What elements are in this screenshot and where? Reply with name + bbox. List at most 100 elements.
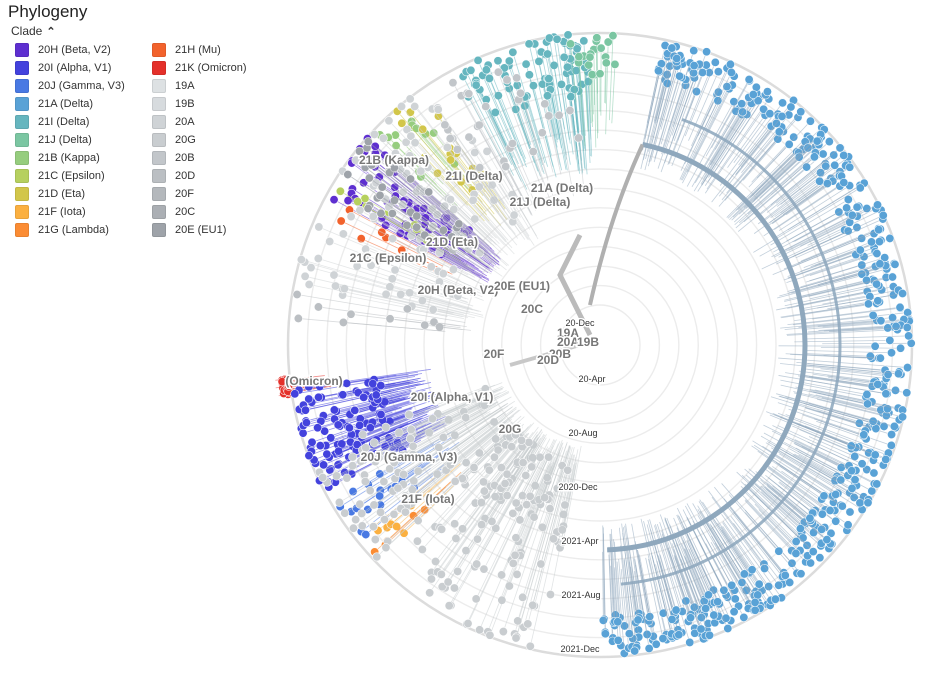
tip-node bbox=[870, 341, 880, 351]
tip-node bbox=[477, 520, 487, 530]
tip-node bbox=[475, 625, 485, 635]
legend-item-20f[interactable]: 20F bbox=[152, 186, 194, 202]
tip-node bbox=[342, 473, 352, 483]
legend-item-20g[interactable]: 20G bbox=[152, 132, 196, 148]
tip-node bbox=[413, 516, 423, 526]
legend-item-21d-eta[interactable]: 21D (Eta) bbox=[15, 186, 85, 202]
tip-node bbox=[360, 476, 370, 486]
legend-item-20b[interactable]: 20B bbox=[152, 150, 195, 166]
tip-node bbox=[723, 624, 733, 634]
tip-node bbox=[675, 71, 685, 81]
legend-item-21b-kappa[interactable]: 21B (Kappa) bbox=[15, 150, 100, 166]
tip-node bbox=[584, 60, 594, 70]
tip-node bbox=[412, 211, 422, 221]
tip-node bbox=[598, 615, 608, 625]
tip-node bbox=[381, 422, 391, 432]
tip-node bbox=[416, 166, 426, 176]
legend-item-21g-lambda[interactable]: 21G (Lambda) bbox=[15, 222, 109, 238]
tip-node bbox=[750, 605, 760, 615]
tip-node bbox=[521, 59, 531, 69]
tip-node bbox=[585, 52, 595, 62]
legend-label: 20F bbox=[175, 188, 194, 200]
legend-swatch bbox=[152, 169, 166, 183]
tip-node bbox=[437, 582, 447, 592]
tip-node bbox=[794, 152, 804, 162]
tip-node bbox=[587, 70, 597, 80]
tip-node bbox=[730, 594, 740, 604]
tip-node bbox=[796, 569, 806, 579]
legend-item-21a-delta[interactable]: 21A (Delta) bbox=[15, 96, 93, 112]
tip-node bbox=[876, 316, 886, 326]
legend-item-20j-gamma-v3[interactable]: 20J (Gamma, V3) bbox=[15, 78, 125, 94]
legend-item-20e-eu1[interactable]: 20E (EU1) bbox=[152, 222, 226, 238]
tip-node bbox=[404, 410, 414, 420]
legend-item-20c[interactable]: 20C bbox=[152, 204, 195, 220]
legend-item-21i-delta[interactable]: 21I (Delta) bbox=[15, 114, 89, 130]
tip-node bbox=[819, 491, 829, 501]
tip-node bbox=[565, 105, 575, 115]
tip-node bbox=[886, 440, 896, 450]
legend-item-20a[interactable]: 20A bbox=[152, 114, 195, 130]
legend-item-19b[interactable]: 19B bbox=[152, 96, 195, 112]
tip-node bbox=[791, 536, 801, 546]
legend-item-20i-alpha-v1[interactable]: 20I (Alpha, V1) bbox=[15, 60, 111, 76]
tip-node bbox=[363, 251, 373, 261]
legend-item-21k-omicron[interactable]: 21K (Omicron) bbox=[152, 60, 247, 76]
tip-node bbox=[558, 537, 568, 547]
legend-label: 20G bbox=[175, 134, 196, 146]
tip-node bbox=[830, 160, 840, 170]
tip-node bbox=[770, 594, 780, 604]
legend-item-21h-mu[interactable]: 21H (Mu) bbox=[152, 42, 221, 58]
legend-swatch bbox=[15, 97, 29, 111]
tip-node bbox=[529, 512, 539, 522]
tip-node bbox=[379, 477, 389, 487]
tip-node bbox=[835, 143, 845, 153]
tip-node bbox=[417, 544, 427, 554]
tip-node bbox=[579, 36, 589, 46]
tip-node bbox=[837, 501, 847, 511]
legend-item-21f-iota[interactable]: 21F (Iota) bbox=[15, 204, 86, 220]
legend-swatch bbox=[152, 205, 166, 219]
tip-node bbox=[540, 99, 550, 109]
tip-node bbox=[671, 605, 681, 615]
tip-node bbox=[795, 524, 805, 534]
tip-node bbox=[493, 67, 503, 77]
legend-item-21j-delta[interactable]: 21J (Delta) bbox=[15, 132, 92, 148]
legend-item-20d[interactable]: 20D bbox=[152, 168, 195, 184]
tip-node bbox=[453, 566, 463, 576]
panel-title: Phylogeny bbox=[8, 2, 88, 21]
tip-node bbox=[357, 521, 367, 531]
tip-node bbox=[889, 421, 899, 431]
tip-node bbox=[845, 162, 855, 172]
legend-swatch bbox=[15, 169, 29, 183]
tip-node bbox=[601, 58, 611, 68]
legend-item-21c-epsilon[interactable]: 21C (Epsilon) bbox=[15, 168, 105, 184]
legend-swatch bbox=[152, 151, 166, 165]
tip-node bbox=[868, 310, 878, 320]
tip-node bbox=[496, 463, 506, 473]
legend-toggle[interactable]: Clade⌃ bbox=[11, 24, 56, 38]
legend-item-20h-beta-v2[interactable]: 20H (Beta, V2) bbox=[15, 42, 111, 58]
legend-item-19a[interactable]: 19A bbox=[152, 78, 195, 94]
tip-node bbox=[750, 597, 760, 607]
tip-node bbox=[314, 222, 324, 232]
clade-label: 20G bbox=[499, 422, 522, 436]
tip-node bbox=[363, 203, 373, 213]
tip-node bbox=[518, 592, 528, 602]
legend-swatch bbox=[152, 79, 166, 93]
tip-node bbox=[437, 524, 447, 534]
tip-node bbox=[346, 309, 356, 319]
clade-label: 20C bbox=[521, 302, 543, 316]
tip-node bbox=[774, 127, 784, 137]
tip-node bbox=[651, 639, 661, 649]
clade-label: 20B bbox=[549, 347, 571, 361]
tip-node bbox=[843, 520, 853, 530]
tip-node bbox=[525, 641, 535, 651]
tip-node bbox=[874, 225, 884, 235]
tip-node bbox=[862, 389, 872, 399]
tip-node bbox=[340, 508, 350, 518]
tip-node bbox=[351, 155, 361, 165]
tip-node bbox=[633, 615, 643, 625]
tip-node bbox=[313, 423, 323, 433]
